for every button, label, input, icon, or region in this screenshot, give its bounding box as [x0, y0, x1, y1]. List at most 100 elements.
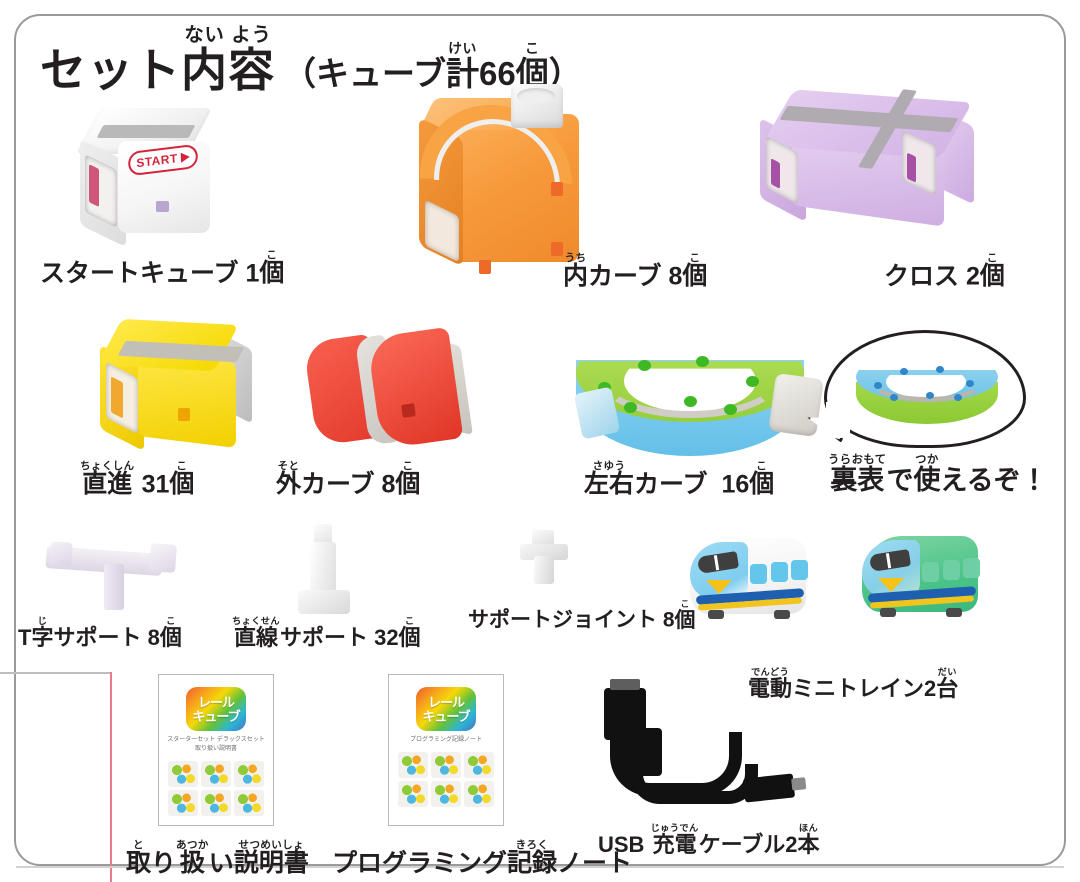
programming-note-photo — [431, 752, 461, 778]
caption-programming-note: プログラミングきろく記録ノート — [332, 839, 633, 878]
train-white-nose-chevron — [706, 580, 732, 594]
t-support-stem — [104, 564, 124, 610]
speech-bubble-tail-mask — [826, 402, 850, 438]
straight-support-tip — [314, 524, 332, 546]
crop-mark-vertical — [110, 672, 112, 882]
flipped-stud-2 — [900, 368, 908, 375]
train-green-window-2 — [943, 560, 960, 580]
title-ruby-you: よう容 — [228, 25, 275, 96]
train-white-wheel-rear — [774, 610, 790, 619]
flipped-stud-5 — [890, 394, 898, 401]
flipped-track — [868, 358, 986, 402]
lr-curve-stud-2 — [638, 360, 651, 371]
manual-photo — [168, 761, 198, 787]
manual-logo: レール キューブ — [186, 687, 246, 731]
inner-curve-pin-3 — [479, 260, 491, 274]
manual-photo — [234, 790, 264, 816]
lr-curve-track — [598, 338, 782, 418]
programming-note-photo — [398, 752, 428, 778]
flipped-stud-7 — [954, 394, 962, 401]
inner-curve-pin-1 — [551, 182, 563, 196]
inner-curve-knob — [511, 84, 563, 128]
straight-cube-image — [94, 318, 262, 452]
flipped-stud-4 — [966, 380, 974, 387]
inner-curve-pin-2 — [551, 242, 563, 256]
title-total-count: 66 — [479, 54, 516, 92]
straight-support-body — [310, 542, 336, 598]
lr-curve-connector-right — [768, 372, 824, 438]
programming-note-photo — [464, 781, 494, 807]
crop-mark-horizontal — [0, 672, 112, 674]
train-white-window-3 — [791, 560, 808, 580]
flipped-stud-6 — [926, 392, 934, 399]
manual-photo — [201, 761, 231, 787]
manual-photo — [234, 761, 264, 787]
train-green-wheel-front — [880, 608, 896, 617]
t-support-left-knob — [49, 541, 73, 567]
cross-cube-image — [752, 89, 982, 246]
title-ruby-ko: こ個 — [515, 39, 549, 92]
train-white-window-1 — [750, 564, 767, 584]
manual-cover-photos — [166, 759, 266, 818]
support-joint-top — [532, 530, 554, 546]
usb-plug-a-2 — [622, 728, 662, 776]
t-support-right-cap — [149, 543, 177, 573]
mini-train-white — [690, 532, 808, 619]
support-joint-bottom — [534, 556, 554, 584]
lr-curve-stud-3 — [696, 356, 709, 367]
t-support-image — [45, 520, 177, 610]
manual-cover-subtitle: スターターセット デラックスセット 取り扱い説明書 — [167, 737, 265, 752]
start-arrow-icon — [180, 151, 190, 163]
straight-support-base — [298, 590, 350, 614]
inner-curve-image — [388, 73, 604, 289]
title-ruby-kei: けい計 — [446, 39, 480, 92]
caption-manual: と取りあつか扱いせつめいしょ説明書 — [126, 839, 309, 878]
title-cube-word: キューブ — [316, 54, 447, 92]
lr-curve-image — [573, 324, 826, 456]
page-title-main: セットない内よう容 — [40, 26, 275, 93]
programming-note-cover-photos — [396, 750, 496, 809]
usb-cable-image — [596, 679, 816, 816]
outer-curve-image — [303, 326, 473, 456]
support-joint-mid — [520, 544, 568, 560]
speech-bubble-text: うらおもて裏表でつか使えるぞ！ — [828, 454, 1048, 496]
train-green-nose-chevron — [878, 578, 904, 592]
manual-photo — [201, 790, 231, 816]
train-green-wheel-rear — [946, 608, 962, 617]
bottom-divider — [16, 866, 1064, 868]
programming-note-cover-subtitle: プログラミング記録ノート — [409, 737, 482, 743]
usb-micro-plug — [742, 773, 796, 803]
lr-curve-stud-7 — [724, 404, 737, 415]
programming-note-cover-image: レール キューブ プログラミング記録ノート — [388, 674, 504, 826]
train-green-window-1 — [922, 562, 939, 582]
flipped-stud-1 — [874, 382, 882, 389]
start-cube-rail — [96, 125, 196, 138]
title-ruby-nai: ない内 — [181, 25, 228, 96]
lr-curve-flipped-image — [854, 352, 1002, 426]
support-joint-image — [518, 530, 570, 588]
outer-curve-pin — [401, 403, 416, 418]
start-cube-image: START — [72, 108, 222, 248]
manual-cover-image: レール キューブ スターターセット デラックスセット 取り扱い説明書 — [158, 674, 274, 826]
programming-note-photo — [431, 781, 461, 807]
manual-photo — [168, 790, 198, 816]
start-cube-button — [156, 201, 169, 212]
lr-curve-stud-4 — [746, 376, 759, 387]
lr-curve-stud-5 — [624, 402, 637, 413]
train-white-window-2 — [771, 562, 788, 582]
flipped-stud-3 — [936, 366, 944, 373]
lr-curve-stud-6 — [684, 396, 697, 407]
mini-train-green — [862, 530, 980, 617]
